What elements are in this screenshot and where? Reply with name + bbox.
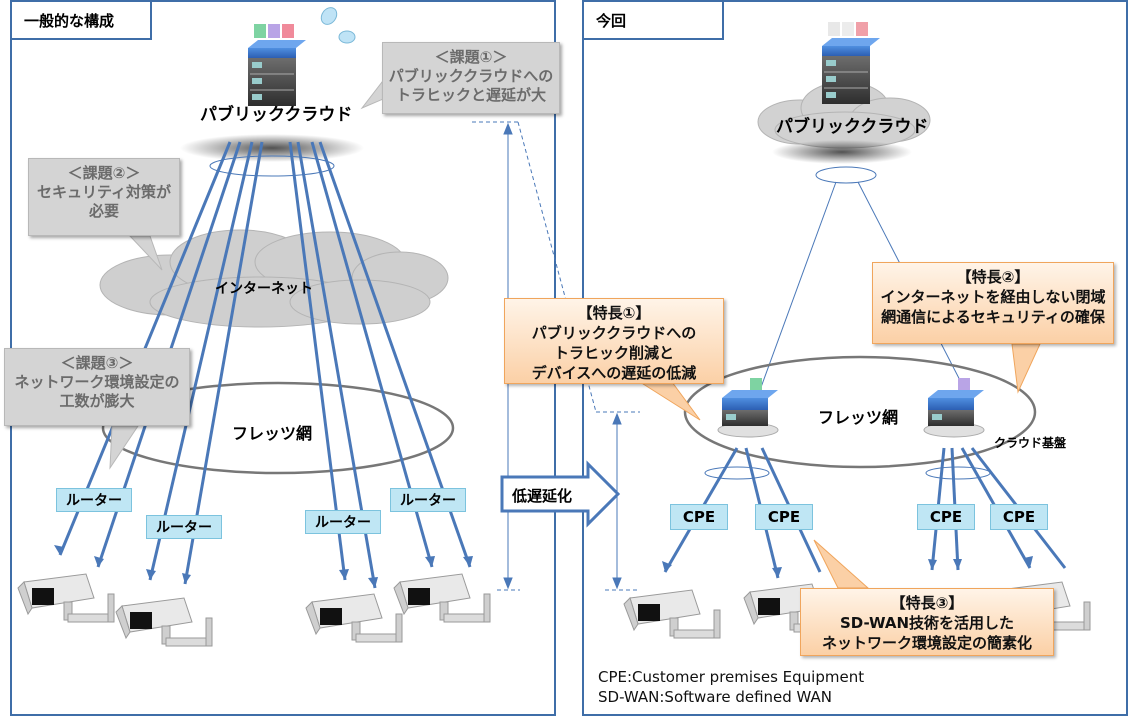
left-flets-label: フレッツ網	[232, 424, 313, 443]
legend-sdwan: SD-WAN:Software defined WAN	[598, 688, 833, 706]
feature1-line2: パブリッククラウドへの	[531, 324, 697, 342]
router-label: ルーター	[305, 510, 381, 534]
internet-label: インターネット	[215, 281, 313, 297]
low-latency-label: 低遅延化	[512, 487, 573, 505]
camera-icon	[115, 597, 213, 647]
left-cloud-label: パブリッククラウド	[200, 105, 353, 125]
issue2-line3: 必要	[88, 202, 119, 220]
feature1-callout: 【特長①】 パブリッククラウドへの トラヒック削減と デバイスへの遅延の低減	[504, 298, 724, 384]
left-link-arrowheads	[54, 545, 473, 588]
feature2-tail	[1011, 343, 1041, 394]
camera-icon	[393, 573, 491, 623]
feature2-line2: インターネットを経由しない閉域	[880, 288, 1106, 306]
feature1-tail	[638, 381, 701, 421]
right-link-arrowheads	[662, 556, 1033, 578]
block-arrow-icon	[500, 460, 621, 528]
issue3-line3: 工数が膨大	[59, 392, 135, 410]
edge-ring-1	[704, 466, 770, 480]
sweat-drop-icon	[320, 7, 356, 44]
issue2-line2: セキュリティ対策が	[36, 183, 172, 201]
right-server-icon	[822, 22, 880, 104]
feature1-line4: デバイスへの遅延の低減	[531, 364, 697, 382]
right-cloud-label: パブリッククラウド	[776, 117, 929, 137]
right-cloud-ring	[815, 166, 877, 184]
feature3-line1: 【特長③】	[890, 594, 964, 612]
feature3-tail	[813, 539, 870, 589]
edge-ring-2	[925, 466, 991, 480]
cpe-label: CPE	[990, 504, 1048, 530]
issue3-line1: ＜課題③＞	[60, 354, 134, 372]
server-icon	[248, 24, 306, 106]
legend-cpe: CPE:Customer premises Equipment	[598, 668, 865, 686]
camera-icon	[17, 573, 115, 623]
flets-network-ring	[101, 381, 455, 475]
feature2-line1: 【特長②】	[956, 268, 1030, 286]
cpe-label: CPE	[755, 504, 813, 530]
right-cloud-shadow	[772, 140, 912, 164]
right-flets-label: フレッツ網	[818, 408, 899, 427]
issue2-callout: ＜課題②＞ セキュリティ対策が 必要	[28, 158, 180, 236]
feature2-line3: 網通信によるセキュリティの確保	[881, 308, 1105, 326]
cloud-base-server-icon	[923, 378, 985, 438]
feature3-line2: SD-WAN技術を活用した	[839, 614, 1015, 632]
issue1-line3: トラヒックと遅延が大	[395, 86, 546, 104]
cloud-base-label: クラウド基盤	[994, 436, 1067, 450]
edge-server-icon	[717, 378, 779, 438]
cpe-label: CPE	[917, 504, 975, 530]
issue1-line2: パブリッククラウドへの	[388, 67, 554, 85]
feature1-line3: トラヒック削減と	[553, 344, 674, 362]
issue1-callout: ＜課題①＞ パブリッククラウドへの トラヒックと遅延が大	[382, 42, 560, 114]
issue3-callout: ＜課題③＞ ネットワーク環境設定の 工数が膨大	[4, 348, 190, 426]
issue3-line2: ネットワーク環境設定の	[14, 373, 180, 391]
cloud-shadow	[180, 134, 364, 162]
left-panel-title: 一般的な構成	[12, 2, 152, 40]
router-label: ルーター	[390, 488, 466, 512]
issue1-line1: ＜課題①＞	[434, 48, 508, 66]
right-flets-ring	[683, 355, 1037, 469]
feature3-callout: 【特長③】 SD-WAN技術を活用した ネットワーク環境設定の簡素化	[800, 588, 1054, 656]
right-panel-title: 今回	[584, 2, 724, 40]
delay-bracket	[472, 121, 640, 591]
abbreviation-legend: CPE:Customer premises Equipment SD-WAN:S…	[598, 667, 864, 707]
router-label: ルーター	[146, 515, 222, 539]
feature3-line3: ネットワーク環境設定の簡素化	[821, 634, 1032, 652]
cloud-link-ring	[209, 155, 335, 177]
router-label: ルーター	[56, 488, 132, 512]
feature1-line1: 【特長①】	[577, 304, 651, 322]
issue3-tail	[109, 425, 139, 470]
issue2-tail	[128, 235, 163, 271]
cpe-label: CPE	[670, 504, 728, 530]
camera-icon	[305, 593, 403, 643]
camera-icon	[623, 589, 721, 639]
issue2-line1: ＜課題②＞	[67, 164, 141, 182]
feature2-callout: 【特長②】 インターネットを経由しない閉域 網通信によるセキュリティの確保	[872, 262, 1114, 344]
